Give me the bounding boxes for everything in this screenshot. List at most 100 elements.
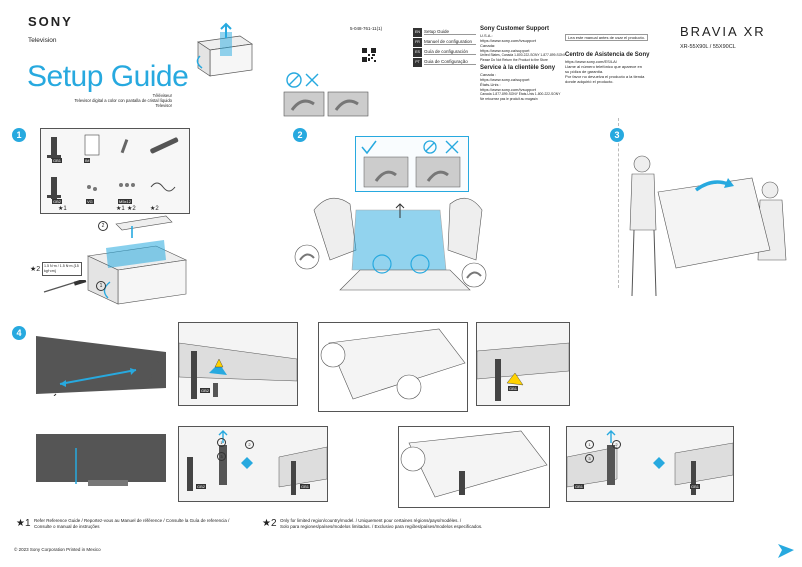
badge-gb1-c: GB1: [574, 484, 585, 489]
language-code: ES: [413, 47, 422, 57]
support-ca-url[interactable]: https://www.sony.ca/support: [480, 48, 530, 53]
footnote-2-text: Only for limited region/country/model. /…: [280, 518, 482, 529]
support-fr-us-label: États-Unis :: [480, 82, 501, 87]
read-manual-note: Lea este manual antes de usar el product…: [565, 34, 648, 41]
language-en: EN Setup Guide: [413, 27, 476, 37]
support-fr-phone: Canada 1-877-899-SONY États-Unis 1-800-2…: [480, 92, 561, 96]
asistencia-url[interactable]: https://www.sony.com/ES/LA/: [565, 59, 617, 64]
callout-4b-2: 2: [245, 440, 254, 449]
support-ca-label: Canada:: [480, 43, 496, 48]
center-stand-attach-drawing: [187, 430, 328, 495]
badge-gb1-d: GB1: [690, 484, 701, 489]
tv-narrow-stand-drawing: [36, 434, 166, 486]
footnote-1-line1: Refer Reference Guide / Reportez-vous au…: [34, 518, 230, 523]
qr-code-icon: [362, 48, 376, 62]
part-m5x12-label: M5x12: [118, 199, 133, 204]
step-3-stand-illustration: [629, 155, 787, 297]
asistencia-line4: donde adquirió el producto.: [565, 79, 614, 84]
footnote-1-text: Refer Reference Guide / Reportez-vous au…: [34, 518, 229, 529]
part-number: 5-048-761-11(1): [350, 26, 383, 31]
callout-4b-1: 1: [217, 438, 226, 447]
magnify-right-circle: [461, 262, 487, 288]
bravia-logo: BRAVIA XR: [680, 24, 766, 39]
support-fr-canada-label: Canada :: [480, 72, 497, 77]
star-note-2b: ★2: [150, 206, 159, 212]
badge-gb1-b: GB1: [300, 484, 311, 489]
step-4b-left-detail: [178, 426, 328, 502]
step-4a-left-detail: [178, 322, 298, 406]
page-turn-arrow-icon: [778, 544, 794, 558]
support-return-note: Please Do Not Return the Product to the …: [480, 58, 548, 62]
step-2-badge: 2: [293, 128, 307, 142]
step-1-badge: 1: [12, 128, 26, 142]
language-label: Guia de Configuração: [424, 59, 476, 65]
step-4a-right-detail: [476, 322, 570, 406]
footnote-2-line2: Solo para regiones/países/modelos limita…: [280, 523, 483, 529]
asistencia-line2: su póliza de garantía.: [565, 69, 604, 74]
badge-gb1-a: GB1: [508, 386, 519, 391]
part-im-label: IM: [84, 158, 91, 163]
badge-gb2-a: GB2: [200, 388, 211, 393]
callout-4c-2: 2: [612, 440, 621, 449]
do-not-lift-illustration: [283, 72, 369, 117]
support-fr-return-note: Ne retournez pas le produit au magasin: [480, 97, 538, 101]
step-4a-center-tv: [318, 322, 468, 412]
callout-4c-3: 3: [585, 454, 594, 463]
step-1-parts-panel: [40, 128, 190, 214]
stand-attach-right-drawing: [476, 342, 570, 401]
copyright: © 2023 Sony Corporation Printed in Mexic…: [14, 547, 101, 552]
section-divider: [618, 118, 619, 288]
magnify-left-circle: [294, 244, 320, 270]
support-phone: United States, Canada 1-800-222-SONY 1-8…: [480, 53, 566, 57]
part-gb2-label: GB2: [52, 199, 63, 204]
footnote-2-star: ★2: [262, 518, 277, 529]
callout-2: 2: [98, 221, 108, 231]
model-number: XR-55X90L / 55X90CL: [680, 44, 736, 50]
support-us-label: U.S.A.:: [480, 33, 493, 38]
footnote-1-line2: Consulte o manual de instruções: [34, 523, 100, 529]
step-4b-center-tv: [398, 426, 550, 508]
support-heading: Sony Customer Support: [480, 26, 550, 32]
parts-drawing: [47, 134, 179, 199]
badge-gb2-b: GB2: [196, 484, 207, 489]
customer-support-block: Sony Customer Support U.S.A.: https://ww…: [480, 26, 566, 102]
support-fr-heading: Service à la clientèle Sony: [480, 65, 556, 71]
language-label: Setup Guide: [424, 29, 476, 35]
language-code: FR: [413, 37, 422, 47]
page-title: Setup Guide: [27, 60, 189, 93]
title-subtitles: Téléviseur Televisor digital a color con…: [60, 93, 172, 108]
language-code: EN: [413, 27, 422, 37]
step-2-lift-illustration: [313, 197, 483, 291]
tv-back-drawing: [320, 328, 466, 400]
tv-back-drawing-2: [400, 430, 548, 498]
step-4b-right-detail: [566, 426, 734, 502]
footnote-1-star: ★1: [16, 518, 31, 529]
television-label: Television: [28, 37, 57, 44]
unbox-illustration: [196, 22, 253, 77]
language-label: Manuel de configuration: [424, 39, 476, 45]
language-fr: FR Manuel de configuration: [413, 37, 476, 47]
star-note-2: ★2: [127, 206, 136, 212]
part-gb1-label: GB1: [52, 158, 63, 163]
support-fr-us-url[interactable]: https://www.sony.com/tvsupport: [480, 87, 536, 92]
step-3-badge: 3: [610, 128, 624, 142]
footnote-2-line1: Only for limited region/country/model. /…: [280, 518, 462, 523]
subtitle-fr: Téléviseur: [152, 93, 172, 98]
asistencia-block: Lea este manual antes de usar el product…: [565, 26, 675, 84]
support-fr-canada-url[interactable]: https://www.sony.ca/support: [480, 77, 530, 82]
star-note-1: ★1: [58, 206, 67, 212]
stand-attach-left-drawing: [178, 342, 298, 399]
language-es: ES Guía de configuración: [413, 47, 476, 57]
asistencia-line1: Llame al número telefónico que aparece e…: [565, 64, 642, 69]
support-us-url[interactable]: https://www.sony.com/tvsupport: [480, 38, 536, 43]
language-label: Guía de configuración: [424, 49, 476, 55]
torque-spec: 1.5 N·m / 1.5 N·m {15 kgf·cm}: [42, 262, 82, 276]
screwdriver-icon: [43, 280, 87, 293]
sony-logo: SONY: [28, 14, 73, 29]
step-4-badge: 4: [12, 326, 26, 340]
asistencia-line3: Por favor no devuelva el producto a la t…: [565, 74, 645, 79]
language-code: PT: [413, 57, 422, 67]
callout-4c-1: 1: [585, 440, 594, 449]
callout-1: 1: [96, 281, 106, 291]
tv-wide-stand-drawing: [36, 336, 166, 396]
